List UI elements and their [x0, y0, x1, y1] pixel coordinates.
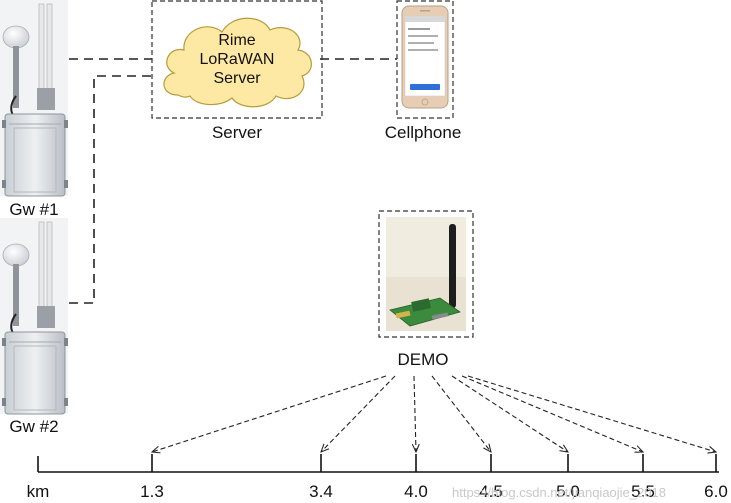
distance-arrow [414, 375, 416, 452]
server: Rime LoRaWAN Server Server [151, 0, 323, 142]
demo: DEMO [378, 210, 474, 369]
gateway-2: Gw #2 [0, 218, 68, 436]
cloud-icon [163, 17, 312, 108]
cloud-line-1: Rime [218, 32, 255, 49]
demo-frame [378, 210, 474, 338]
scale-ticks: 1.3 3.4 4.0 4.5 5.0 5.5 6.0 [140, 454, 728, 501]
distance-arrows [152, 375, 716, 452]
server-caption: Server [212, 123, 262, 142]
gateway-1: Gw #1 [0, 0, 68, 219]
server-frame [151, 0, 323, 119]
distance-arrow [431, 375, 491, 452]
cloud-line-3: Server [213, 70, 261, 87]
distance-scale: km 1.3 3.4 4.0 4.5 5.0 5.5 6.0 [27, 454, 728, 501]
gateway-device-icon [0, 218, 68, 415]
distance-arrow [451, 375, 568, 452]
scale-tick-label: 5.0 [556, 482, 580, 501]
cellphone-frame [396, 0, 454, 119]
cellphone: Cellphone [385, 0, 462, 142]
distance-arrow [467, 375, 716, 452]
connection-links [69, 58, 397, 304]
scale-tick-label: 5.5 [631, 482, 655, 501]
distance-arrow [152, 375, 387, 452]
cellphone-caption: Cellphone [385, 123, 462, 142]
gateway-2-caption: Gw #2 [9, 417, 58, 436]
distance-arrow [461, 375, 643, 452]
smartphone-icon [401, 5, 449, 109]
link-gw2-server [69, 75, 152, 304]
demo-caption: DEMO [398, 350, 449, 369]
scale-tick-label: 6.0 [704, 482, 728, 501]
distance-arrow [321, 375, 396, 452]
cloud-line-2: LoRaWAN [200, 51, 275, 68]
scale-tick-label: 3.4 [309, 482, 333, 501]
lora-board-icon [386, 217, 466, 331]
scale-tick-label: 4.0 [404, 482, 428, 501]
scale-tick-label: 1.3 [140, 482, 164, 501]
gateway-device-icon [0, 0, 68, 197]
scale-tick-label: 4.5 [479, 482, 503, 501]
scale-unit-label: km [27, 482, 50, 501]
watermark-text: https://blog.csdn.net/jianqiaojie_2018 [452, 485, 666, 500]
gateway-1-caption: Gw #1 [9, 200, 58, 219]
